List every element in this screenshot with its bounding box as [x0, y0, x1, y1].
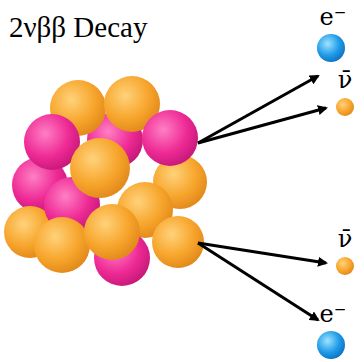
electron-sphere [317, 331, 345, 359]
diagram-title: 2νββ Decay [9, 13, 147, 42]
antineutrino-sphere [336, 257, 354, 275]
particle-label: e⁻ [320, 5, 347, 29]
particle-label: e⁻ [320, 302, 347, 326]
antineutrino-sphere [336, 98, 354, 116]
particle-label: ν̄ [338, 68, 353, 92]
electron-sphere [317, 34, 345, 62]
particle-label: ν̄ [338, 227, 353, 251]
nucleus [4, 76, 207, 286]
emission-arrows [198, 76, 326, 320]
